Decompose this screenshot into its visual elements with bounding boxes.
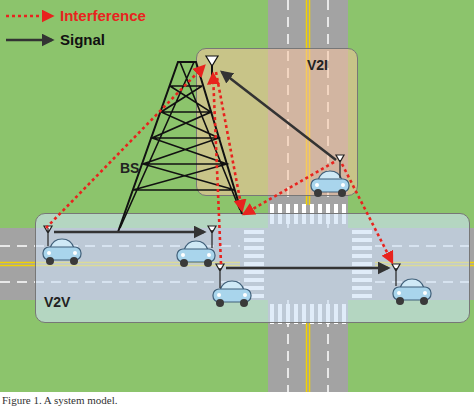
lane-lines bbox=[0, 0, 474, 392]
center-line bbox=[306, 323, 308, 392]
area-label: V2I bbox=[307, 57, 328, 73]
center-line bbox=[309, 323, 311, 392]
legend-samples bbox=[6, 16, 52, 40]
legend-sample bbox=[6, 15, 52, 18]
interference-arrow bbox=[46, 66, 204, 228]
station-label: BS bbox=[120, 160, 139, 176]
legend-label: Signal bbox=[60, 31, 105, 48]
legend-label: Interference bbox=[60, 7, 146, 24]
figure-caption: Figure 1. A system model. bbox=[2, 394, 118, 406]
grass bbox=[0, 0, 474, 392]
area-label: V2V bbox=[44, 294, 70, 310]
legend-sample bbox=[6, 39, 52, 42]
area-box: V2I bbox=[196, 48, 358, 196]
center-lines bbox=[0, 0, 474, 392]
area-box: V2V bbox=[35, 213, 470, 323]
